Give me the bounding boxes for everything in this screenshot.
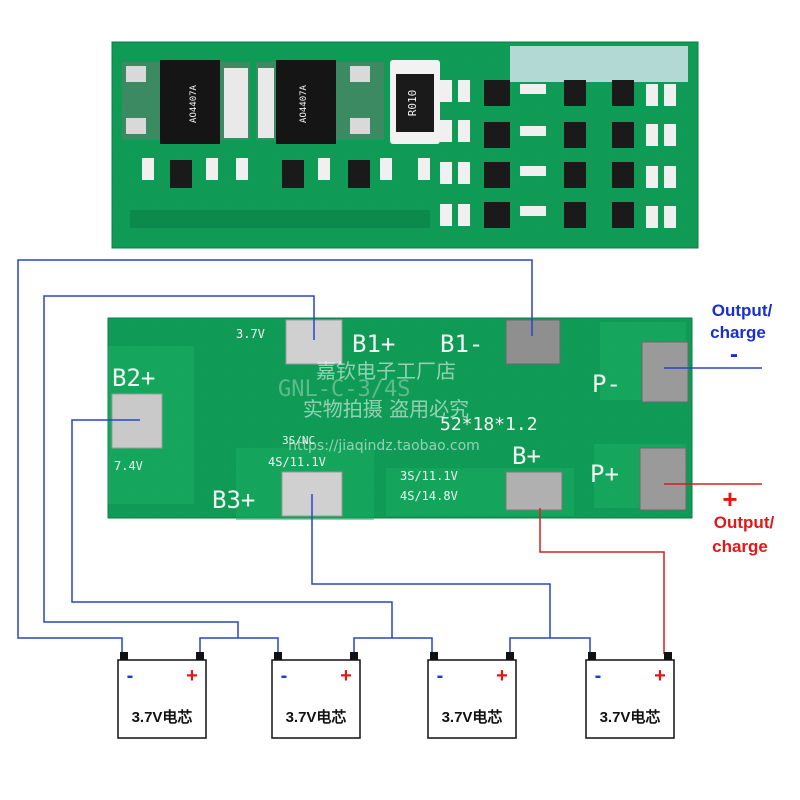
output-pos-sign: + — [722, 484, 737, 514]
output-positive: + Output/ charge — [712, 484, 774, 556]
cell-pos-sign: + — [654, 665, 666, 687]
smd-components — [170, 80, 634, 228]
output-pos-label-1: Output/ — [714, 513, 775, 532]
wires — [17, 259, 762, 654]
battery-cell: - +3.7V电芯 — [271, 652, 361, 739]
silk-model: GNL-C-3/4S — [278, 377, 410, 402]
shunt-resistor: R010 — [390, 60, 440, 144]
top-pcb: AO4407A AO4407A R010 — [111, 41, 699, 249]
wire-b1-plus — [43, 295, 315, 638]
mosfet-2: AO4407A — [256, 60, 384, 144]
silk-3v7: 3.7V — [236, 327, 265, 341]
link-1-2 — [199, 637, 279, 654]
mosfet-1: AO4407A — [122, 60, 250, 144]
link-2-3 — [353, 637, 433, 654]
battery-cell: - +3.7V电芯 — [585, 652, 675, 739]
wire-b1-minus — [17, 259, 533, 654]
battery-cell: - +3.7V电芯 — [117, 652, 207, 739]
cell-neg-terminal — [430, 652, 438, 660]
output-negative: Output/ charge - — [710, 301, 772, 368]
silk-size: 52*18*1.2 — [440, 414, 538, 435]
cell-neg-sign: - — [437, 665, 444, 687]
pad-p-minus — [641, 341, 689, 403]
output-neg-label-2: charge — [710, 323, 766, 342]
smd-passives — [142, 80, 676, 228]
label-b1-plus: B1+ — [352, 330, 395, 358]
resistor-code: R010 — [406, 90, 419, 117]
cell-label: 3.7V电芯 — [600, 708, 661, 726]
cell-body — [117, 659, 207, 739]
cell-neg-sign: - — [281, 665, 288, 687]
cell-label: 3.7V电芯 — [286, 708, 347, 726]
cell-pos-sign: + — [340, 665, 352, 687]
label-b2-plus: B2+ — [112, 364, 155, 392]
mosfet-2-mark: AO4407A — [299, 84, 309, 123]
cell-body — [585, 659, 675, 739]
link-3-4 — [509, 637, 591, 654]
bottom-pcb: B2+ B1+ B1- P- P+ B3+ B+ 3.7V 7.4V GNL-C… — [107, 317, 693, 520]
cell-body — [427, 659, 517, 739]
silk-cfg-a-2: 4S/11.1V — [268, 455, 326, 469]
cell-neg-sign: - — [127, 665, 134, 687]
output-neg-label-1: Output/ — [712, 301, 773, 320]
cell-pos-terminal — [506, 652, 514, 660]
pad-p-plus — [639, 447, 687, 511]
label-p-minus: P- — [592, 370, 621, 398]
silk-cfg-b-1: 3S/11.1V — [400, 469, 458, 483]
cell-pos-sign: + — [186, 665, 198, 687]
label-p-plus: P+ — [590, 460, 619, 488]
silk-7v4: 7.4V — [114, 459, 143, 473]
wire-b2 — [71, 419, 393, 638]
pad-b1-minus — [505, 319, 561, 365]
silk-cfg-b-2: 4S/14.8V — [400, 489, 458, 503]
cell-neg-terminal — [274, 652, 282, 660]
cell-pos-terminal — [664, 652, 672, 660]
cell-neg-terminal — [588, 652, 596, 660]
silk-cfg-a-1: 3S/NC — [282, 434, 315, 447]
battery-cell: - +3.7V电芯 — [427, 652, 517, 739]
label-b1-minus: B1- — [440, 330, 483, 358]
watermark-url: https://jiaqindz.taobao.com — [288, 438, 480, 454]
cell-body — [271, 659, 361, 739]
cell-pos-terminal — [350, 652, 358, 660]
wire-b3 — [311, 494, 551, 638]
mosfet-1-mark: AO4407A — [189, 84, 199, 123]
wire-b-plus — [539, 508, 665, 654]
cell-pos-sign: + — [496, 665, 508, 687]
cell-neg-sign: - — [595, 665, 602, 687]
label-b-plus: B+ — [512, 442, 541, 470]
cell-pos-terminal — [196, 652, 204, 660]
pad-b-plus — [505, 471, 563, 511]
output-pos-label-2: charge — [712, 537, 768, 556]
output-neg-sign: - — [730, 341, 738, 368]
battery-cells: - +3.7V电芯 - +3.7V电芯 - +3.7V电芯 - +3.7V电芯 — [117, 652, 675, 739]
watermark-line1: 嘉钦电子工厂店 — [316, 359, 456, 383]
pad-b2 — [111, 393, 163, 449]
cell-neg-terminal — [120, 652, 128, 660]
label-b3-plus: B3+ — [212, 486, 255, 514]
watermark-line2: 实物拍摄 盗用必究 — [303, 397, 469, 421]
cell-label: 3.7V电芯 — [132, 708, 193, 726]
cell-label: 3.7V电芯 — [442, 708, 503, 726]
